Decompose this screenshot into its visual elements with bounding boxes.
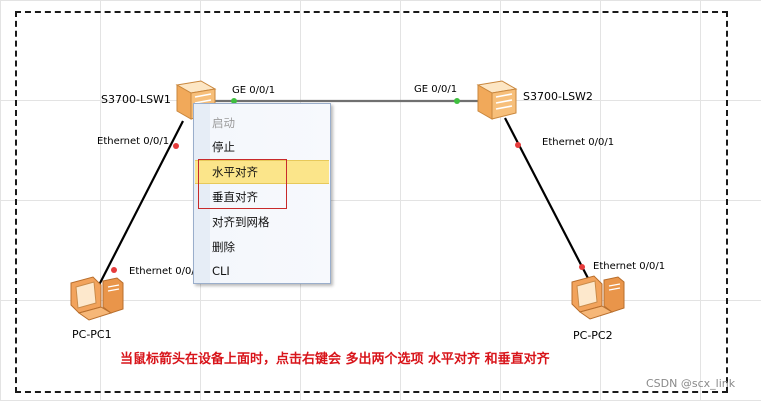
menu-item-start: 启动 — [212, 116, 235, 130]
port-label-lsw2-ge: GE 0/0/1 — [414, 84, 458, 95]
device-label-lsw2: S3700-LSW2 — [523, 90, 593, 103]
menu-item-align-vertical[interactable]: 垂直对齐 — [212, 190, 258, 204]
annotation-text: 当鼠标箭头在设备上面时，点击右键会 多出两个选项 水平对齐 和垂直对齐 — [120, 352, 550, 367]
link-lsw1-pc1 — [97, 120, 184, 288]
pc-icon[interactable] — [568, 274, 626, 322]
device-label-pc2: PC-PC2 — [573, 329, 613, 342]
port-label-lsw1-eth: Ethernet 0/0/1 — [97, 136, 170, 147]
port-dot-pc2-eth — [579, 264, 585, 270]
port-label-lsw2-eth: Ethernet 0/0/1 — [542, 137, 615, 148]
port-dot-lsw2-ge — [454, 98, 460, 104]
port-dot-lsw1-ge — [231, 98, 237, 104]
watermark: CSDN @scx_link — [646, 377, 736, 390]
device-label-pc1: PC-PC1 — [72, 328, 112, 341]
pc-icon[interactable] — [67, 275, 125, 323]
port-dot-pc1-eth — [111, 267, 117, 273]
menu-item-align-grid[interactable]: 对齐到网格 — [212, 215, 270, 229]
context-menu: 启动 停止 水平对齐 垂直对齐 对齐到网格 删除 CLI — [193, 103, 331, 284]
menu-item-delete[interactable]: 删除 — [212, 240, 235, 254]
area-frame — [15, 11, 728, 393]
menu-item-cli[interactable]: CLI — [212, 264, 230, 278]
highlight-box — [198, 159, 287, 209]
switch-icon[interactable] — [472, 79, 518, 123]
menu-item-align-horizontal[interactable]: 水平对齐 — [195, 160, 329, 184]
port-label-pc1-eth: Ethernet 0/0/ — [129, 266, 195, 277]
port-label-lsw1-ge: GE 0/0/1 — [232, 85, 276, 96]
port-dot-lsw2-eth — [515, 142, 521, 148]
port-dot-lsw1-eth — [173, 143, 179, 149]
menu-item-stop[interactable]: 停止 — [212, 140, 235, 154]
port-label-pc2-eth: Ethernet 0/0/1 — [593, 261, 666, 272]
device-label-lsw1: S3700-LSW1 — [101, 93, 171, 106]
